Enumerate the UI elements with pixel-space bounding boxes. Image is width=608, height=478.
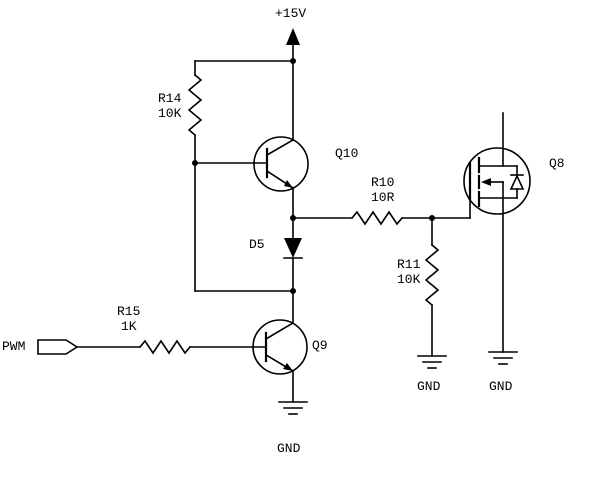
resistor-r14 [187,73,203,137]
transistor-q9 [252,319,308,375]
power-arrow-icon [286,28,300,62]
label-r11: R11 [397,257,421,272]
ground-symbol-r11 [417,355,447,369]
label-r14: R14 [158,91,182,106]
resistor-r11 [424,243,440,307]
label-vcc: +15V [275,6,307,21]
wire-network [76,60,504,403]
label-pwm: PWM [2,339,26,354]
label-gnd-r11: GND [417,379,441,394]
label-r15-value: 1K [121,319,137,334]
diode-d5 [283,238,303,259]
mosfet-q8 [463,147,531,219]
ground-symbol-q9 [278,401,308,415]
ground-symbol-q8 [488,351,518,365]
transistor-q10 [253,136,309,192]
label-r15: R15 [117,304,141,319]
label-d5: D5 [249,237,265,252]
pwm-connector [37,339,79,355]
label-r14-value: 10K [158,106,182,121]
label-r10-value: 10R [371,190,395,205]
label-q8: Q8 [549,156,565,171]
junction-dots [192,58,435,294]
label-q10: Q10 [335,146,359,161]
label-r11-value: 10K [397,272,421,287]
label-r10: R10 [371,175,395,190]
resistor-r10 [350,210,404,226]
label-gnd-q9: GND [277,441,301,456]
label-gnd-q8: GND [489,379,513,394]
label-q9: Q9 [312,338,328,353]
resistor-r15 [138,339,192,355]
